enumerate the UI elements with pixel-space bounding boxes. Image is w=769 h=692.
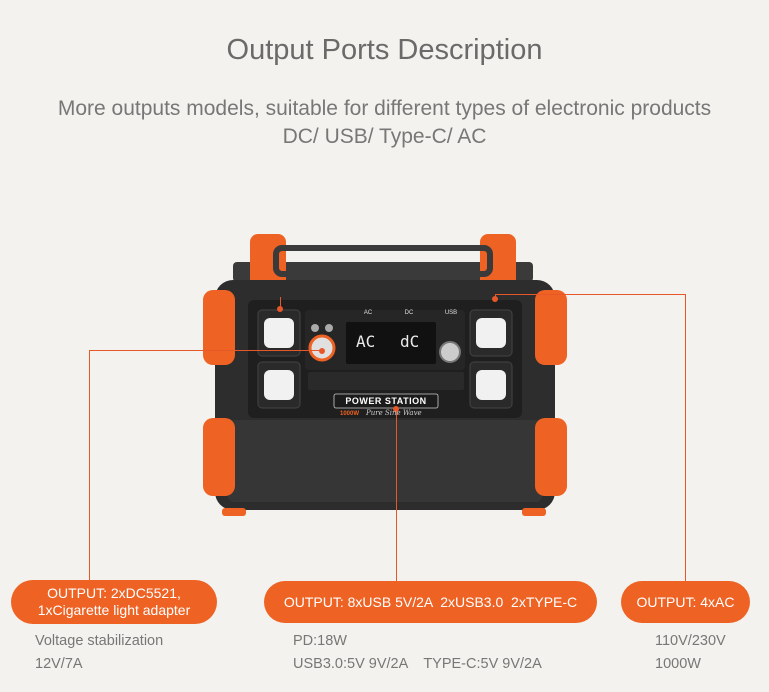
subtitle-line-2: DC/ USB/ Type-C/ AC: [282, 125, 487, 148]
page-subtitle: More outputs models, suitable for differ…: [0, 95, 769, 151]
spec-right-line1: 110V/230V: [655, 633, 726, 649]
spec-center-line2: USB3.0:5V 9V/2A TYPE-C:5V 9V/2A: [293, 656, 542, 672]
callout-left-pill: OUTPUT: 2xDC5521, 1xCigarette light adap…: [11, 580, 217, 624]
capacity-badge: 1000W: [340, 411, 360, 417]
lcd-right-reading: dC: [400, 332, 420, 351]
callout-line-left-h: [89, 350, 322, 351]
lcd-left-reading: AC: [356, 332, 376, 351]
callout-line-top-left: [280, 297, 281, 309]
spec-right-line2: 1000W: [655, 656, 701, 672]
tab-usb-label: USB: [444, 310, 458, 316]
tab-ac-label: AC: [363, 310, 373, 316]
tab-dc-label: DC: [404, 310, 414, 316]
callout-line-center-v: [396, 409, 397, 582]
callout-line-right-v: [685, 294, 686, 582]
spec-left-line1: Voltage stabilization: [35, 633, 164, 649]
spec-left: Voltage stabilization 12V/7A: [35, 630, 163, 676]
callout-line-left-v: [89, 350, 90, 582]
spec-right: 110V/230V 1000W: [655, 630, 726, 676]
spec-center: PD:18W USB3.0:5V 9V/2A TYPE-C:5V 9V/2A: [293, 630, 542, 676]
callout-center-text: OUTPUT: 8xUSB 5V/2A 2xUSB3.0 2xTYPE-C: [283, 593, 578, 610]
brand-label: POWER STATION: [345, 396, 427, 406]
callout-left-line1: OUTPUT: 2xDC5521,: [47, 585, 181, 601]
bumper-bottom-right: [535, 418, 567, 496]
bumper-top-right: [535, 290, 567, 365]
callout-line-right-h: [495, 294, 686, 295]
subtitle-line-1: More outputs models, suitable for differ…: [57, 97, 712, 120]
callout-line-right-drop: [495, 294, 496, 300]
callout-left-line2: 1xCigarette light adapter: [37, 602, 191, 618]
spec-center-line1: PD:18W: [293, 633, 347, 649]
spec-left-line2: 12V/7A: [35, 656, 83, 672]
lcd-display: [346, 322, 436, 364]
callout-right-text: OUTPUT: 4xAC: [636, 593, 735, 610]
tagline: Pure Sine Wave: [366, 409, 422, 417]
callout-center-pill: OUTPUT: 8xUSB 5V/2A 2xUSB3.0 2xTYPE-C: [264, 581, 597, 623]
page-title: Output Ports Description: [226, 34, 543, 66]
bumper-bottom-left: [203, 418, 235, 496]
callout-right-pill: OUTPUT: 4xAC: [621, 581, 750, 623]
bumper-top-left: [203, 290, 235, 365]
